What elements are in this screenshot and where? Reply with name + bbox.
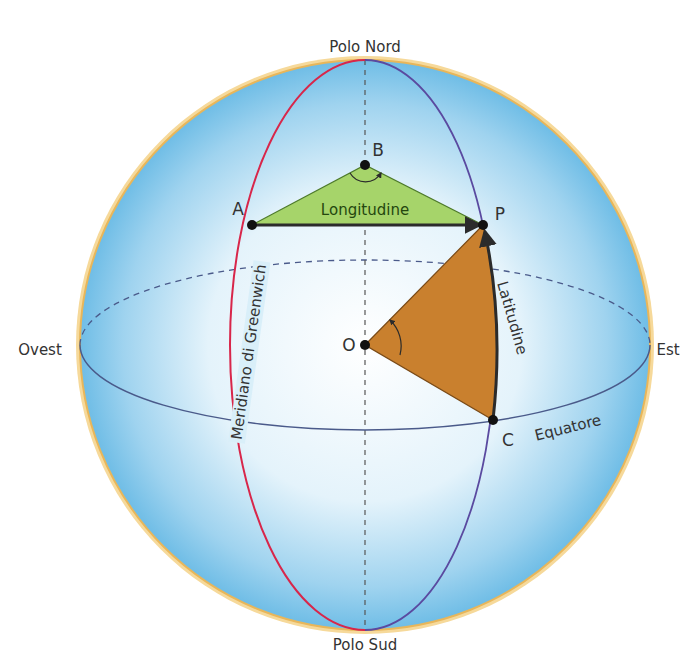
point-letter: A	[232, 200, 244, 219]
point-dot	[360, 340, 370, 350]
pole-label: Polo Sud	[330, 637, 400, 654]
longitude-arrow	[252, 224, 479, 227]
point-letter: O	[342, 336, 355, 355]
point-dot	[478, 220, 488, 230]
latitude-angle	[390, 320, 401, 355]
point-dot	[247, 220, 257, 230]
globe	[80, 60, 650, 630]
equator-line	[80, 345, 650, 430]
point-dot	[488, 415, 498, 425]
latitude-sector	[365, 225, 497, 420]
longitude-angle	[350, 173, 381, 182]
point-letter: P	[495, 205, 505, 224]
point-letter: B	[372, 141, 384, 160]
globe-rim	[76, 56, 654, 634]
longitude-label: Longitudine	[321, 202, 409, 219]
pole-label: Polo Nord	[326, 39, 404, 56]
point-dot	[360, 160, 370, 170]
longitude-triangle	[252, 165, 483, 225]
direction-label: Est	[656, 342, 679, 359]
latitude-arrow	[485, 232, 497, 420]
point-letter: C	[502, 431, 514, 450]
direction-label: Ovest	[18, 342, 62, 359]
